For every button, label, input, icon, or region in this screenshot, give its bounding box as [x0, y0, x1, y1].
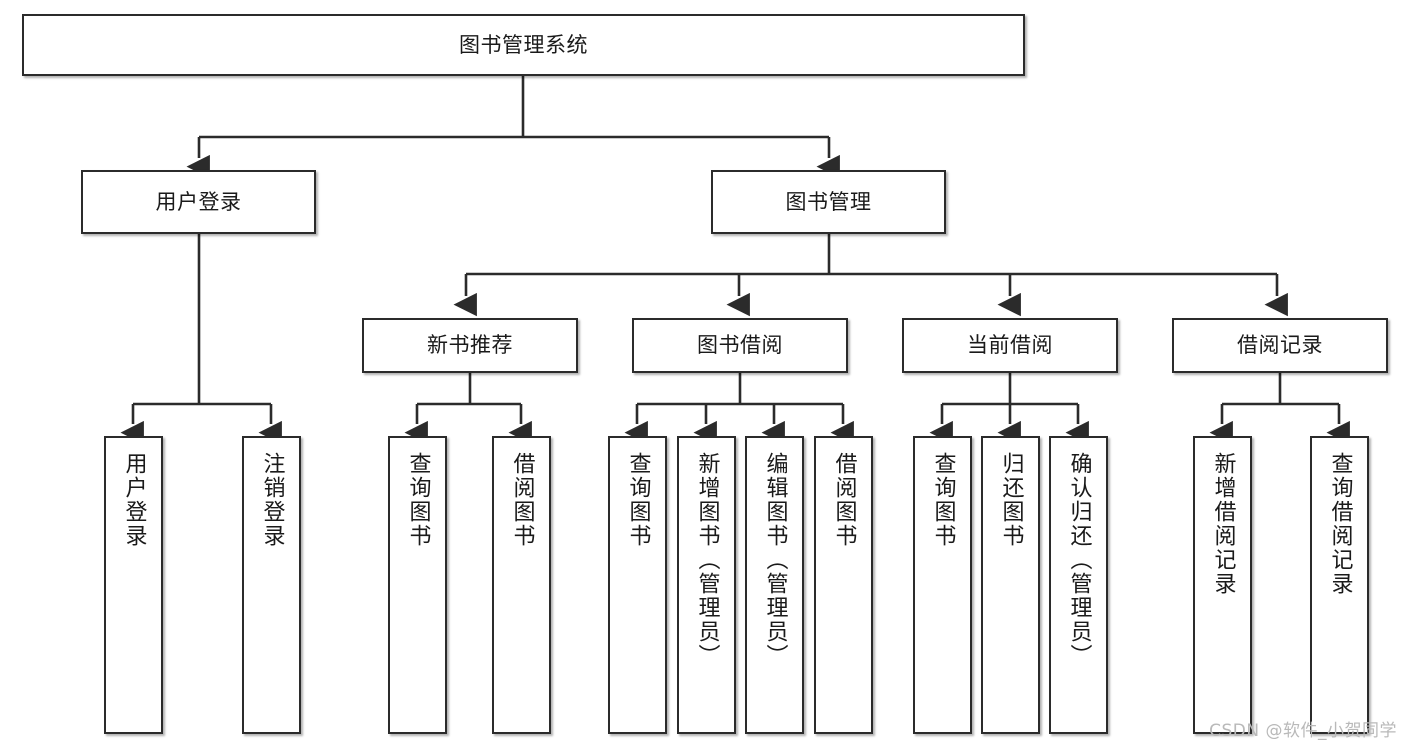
node-root-label: 图书管理系统: [459, 32, 588, 57]
leaf-label: 新增借阅记录: [1210, 452, 1236, 596]
leaf-label: 借阅图书: [509, 452, 535, 548]
leaf-current-confirm-return[interactable]: 确认归还（管理员）: [1049, 436, 1108, 734]
leaf-borrow-add-book[interactable]: 新增图书（管理员）: [677, 436, 736, 734]
leaf-current-return-book[interactable]: 归还图书: [981, 436, 1040, 734]
node-user-login-label: 用户登录: [155, 189, 242, 214]
leaf-record-query[interactable]: 查询借阅记录: [1310, 436, 1369, 734]
node-book-management-label: 图书管理: [785, 189, 872, 214]
leaf-new-book-query[interactable]: 查询图书: [388, 436, 447, 734]
leaf-borrow-query-book[interactable]: 查询图书: [608, 436, 667, 734]
leaf-label: 查询图书: [625, 452, 651, 548]
leaf-label: 归还图书: [998, 452, 1024, 548]
node-book-borrow[interactable]: 图书借阅: [632, 318, 848, 373]
leaf-label: 新增图书（管理员）: [694, 452, 720, 668]
leaf-label: 查询借阅记录: [1327, 452, 1353, 596]
leaf-new-book-borrow[interactable]: 借阅图书: [492, 436, 551, 734]
leaf-label: 查询图书: [405, 452, 431, 548]
leaf-user-login-logout[interactable]: 注销登录: [242, 436, 301, 734]
leaf-label: 确认归还（管理员）: [1066, 452, 1092, 668]
node-current-borrow-label: 当前借阅: [967, 333, 1053, 358]
leaf-user-login-login[interactable]: 用户登录: [104, 436, 163, 734]
node-new-book-recommend-label: 新书推荐: [427, 333, 513, 358]
leaf-record-add[interactable]: 新增借阅记录: [1193, 436, 1252, 734]
node-current-borrow[interactable]: 当前借阅: [902, 318, 1118, 373]
node-book-borrow-label: 图书借阅: [697, 333, 783, 358]
leaf-label: 用户登录: [121, 452, 147, 548]
leaf-borrow-edit-book[interactable]: 编辑图书（管理员）: [745, 436, 804, 734]
leaf-borrow-borrow-book[interactable]: 借阅图书: [814, 436, 873, 734]
leaf-label: 注销登录: [259, 452, 285, 548]
node-user-login[interactable]: 用户登录: [81, 170, 316, 234]
node-borrow-record-label: 借阅记录: [1237, 333, 1323, 358]
leaf-current-query-book[interactable]: 查询图书: [913, 436, 972, 734]
node-borrow-record[interactable]: 借阅记录: [1172, 318, 1388, 373]
node-root[interactable]: 图书管理系统: [22, 14, 1025, 76]
watermark: CSDN @软件_小贺同学: [1209, 721, 1397, 741]
node-new-book-recommend[interactable]: 新书推荐: [362, 318, 578, 373]
node-book-management[interactable]: 图书管理: [711, 170, 946, 234]
leaf-label: 编辑图书（管理员）: [762, 452, 788, 668]
leaf-label: 借阅图书: [831, 452, 857, 548]
leaf-label: 查询图书: [930, 452, 956, 548]
